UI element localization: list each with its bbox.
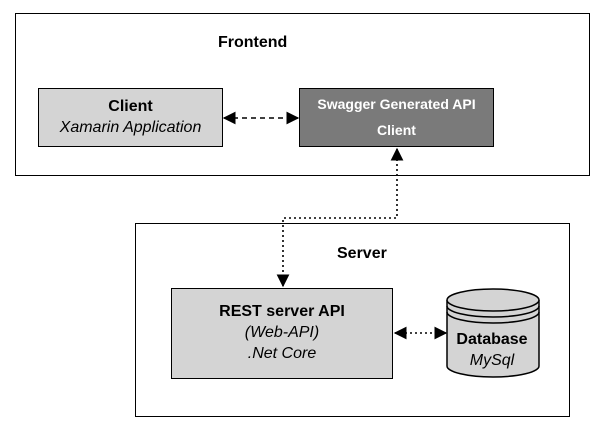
database-title: Database bbox=[456, 331, 528, 348]
swagger-client-node: Swagger Generated API Client bbox=[299, 88, 494, 147]
database-cylinder-icon bbox=[446, 288, 540, 378]
client-subtitle: Xamarin Application bbox=[59, 118, 202, 136]
rest-line-3: .Net Core bbox=[247, 344, 317, 362]
swagger-line-2: Client bbox=[377, 121, 416, 138]
swagger-line-1: Swagger Generated API bbox=[317, 96, 476, 113]
rest-title: REST server API bbox=[219, 303, 345, 321]
database-subtitle: MySql bbox=[469, 351, 515, 369]
rest-line-2: (Web-API) bbox=[244, 324, 320, 342]
client-title: Client bbox=[108, 97, 153, 115]
swagger-rest-connector bbox=[276, 147, 404, 288]
frontend-title: Frontend bbox=[218, 34, 288, 51]
database-node: Database MySql bbox=[446, 330, 538, 372]
client-node: Client Xamarin Application bbox=[38, 88, 223, 147]
rest-server-node: REST server API (Web-API) .Net Core bbox=[171, 288, 393, 379]
